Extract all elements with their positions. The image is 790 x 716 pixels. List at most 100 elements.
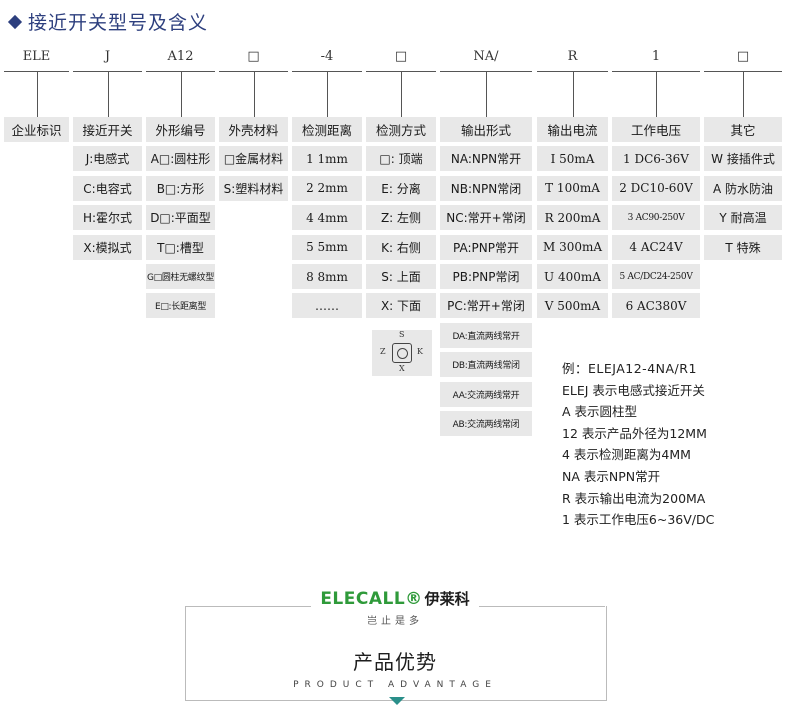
option-cell: Z: 左侧 bbox=[366, 205, 436, 231]
option-cell: R 200mA bbox=[537, 205, 608, 231]
connector-line bbox=[107, 71, 109, 117]
option-cell: □: 顶端 bbox=[366, 146, 436, 172]
example-line: 12 表示产品外径为12MM bbox=[562, 425, 707, 441]
connector-line bbox=[486, 71, 487, 117]
code-segment: R bbox=[567, 49, 578, 64]
option-cell: PA:PNP常开 bbox=[440, 234, 532, 260]
option-cell: □金属材料 bbox=[219, 146, 288, 172]
option-cell: M 300mA bbox=[537, 234, 608, 260]
code-segment: A12 bbox=[167, 49, 194, 64]
diagram-label-right: K bbox=[417, 347, 423, 356]
option-cell: T 特殊 bbox=[704, 234, 782, 260]
column-header: 检测距离 bbox=[292, 117, 362, 142]
example-line: NA 表示NPN常开 bbox=[562, 468, 661, 484]
diagram-label-bottom: X bbox=[399, 364, 405, 373]
option-cell: K: 右侧 bbox=[366, 234, 436, 260]
option-cell: X:模拟式 bbox=[73, 234, 142, 260]
option-cell: AA:交流两线常开 bbox=[440, 381, 532, 407]
code-segment: NA/ bbox=[473, 49, 499, 64]
column-header: 外形编号 bbox=[146, 117, 215, 142]
option-cell: 2 DC10-60V bbox=[612, 175, 700, 201]
example-line: 1 表示工作电压6~36V/DC bbox=[562, 512, 715, 528]
option-cell: S: 上面 bbox=[366, 264, 436, 289]
example-line: 例：ELEJA12-4NA/R1 bbox=[562, 361, 697, 376]
diamond-icon bbox=[7, 14, 23, 30]
advantage-title: 产品优势 bbox=[353, 650, 437, 674]
connector-line bbox=[656, 71, 657, 117]
option-cell: 5 AC/DC24-250V bbox=[612, 264, 700, 289]
option-cell: D□:平面型 bbox=[146, 205, 215, 231]
connector-line bbox=[253, 71, 255, 117]
advantage-subtitle: PRODUCT ADVANTAGE bbox=[293, 680, 497, 690]
option-cell: 4 AC24V bbox=[612, 234, 700, 260]
option-cell: X: 下面 bbox=[366, 293, 436, 319]
code-segment: □ bbox=[247, 49, 260, 64]
option-cell: PB:PNP常闭 bbox=[440, 264, 532, 289]
connector-line bbox=[572, 71, 574, 117]
connector-line bbox=[36, 71, 38, 117]
option-cell: 1 1mm bbox=[292, 146, 362, 172]
option-cell: DB:直流两线常闭 bbox=[440, 352, 532, 378]
code-column: ELE 企业标识 bbox=[4, 49, 69, 469]
diagram-label-top: S bbox=[399, 330, 405, 339]
detection-direction-diagram: S Z K X bbox=[372, 330, 432, 376]
code-segment: □ bbox=[736, 49, 750, 64]
option-cell: 2 2mm bbox=[292, 175, 362, 201]
option-cell: J:电感式 bbox=[73, 146, 142, 172]
brand-logo: ELECALL®伊莱科 bbox=[0, 588, 790, 609]
brand-cn-name: 伊莱科 bbox=[424, 590, 470, 608]
example-explanation: 例：ELEJA12-4NA/R1 ELEJ 表示电感式接近开关 A 表示圆柱型 … bbox=[562, 358, 714, 531]
option-cell: H:霍尔式 bbox=[73, 205, 142, 231]
option-cell: NB:NPN常闭 bbox=[440, 175, 532, 201]
code-segment: ELE bbox=[22, 49, 51, 64]
option-cell: A 防水防油 bbox=[704, 175, 782, 201]
option-cell: U 400mA bbox=[537, 264, 608, 289]
registered-mark: ® bbox=[405, 589, 423, 609]
option-cell: …… bbox=[292, 293, 362, 319]
column-header: 其它 bbox=[704, 117, 782, 142]
frame-top-right bbox=[479, 606, 605, 607]
page-title-text: 接近开关型号及含义 bbox=[28, 12, 209, 34]
option-cell: T 100mA bbox=[537, 175, 608, 201]
code-segment: □ bbox=[394, 49, 408, 64]
sensor-square-icon bbox=[392, 343, 412, 363]
sensor-face-icon bbox=[397, 348, 408, 359]
option-cell: Y 耐高温 bbox=[704, 205, 782, 231]
option-cell: V 500mA bbox=[537, 293, 608, 319]
option-cell: 1 DC6-36V bbox=[612, 146, 700, 172]
column-header: 工作电压 bbox=[612, 117, 700, 142]
option-cell: E: 分离 bbox=[366, 175, 436, 201]
column-header: 输出电流 bbox=[537, 117, 608, 142]
option-cell: NA:NPN常开 bbox=[440, 146, 532, 172]
column-header: 企业标识 bbox=[4, 117, 69, 142]
option-cell: B□:方形 bbox=[146, 175, 215, 201]
connector-line bbox=[743, 71, 744, 117]
option-cell: PC:常开+常闭 bbox=[440, 293, 532, 319]
option-cell: S:塑料材料 bbox=[219, 175, 288, 201]
down-triangle-icon bbox=[389, 697, 405, 705]
logo-text: ELECALL bbox=[320, 589, 406, 609]
option-cell: 8 8mm bbox=[292, 264, 362, 289]
connector-line bbox=[327, 71, 328, 117]
code-segment: -4 bbox=[320, 49, 334, 64]
example-line: A 表示圆柱型 bbox=[562, 404, 638, 420]
option-cell: 6 AC380V bbox=[612, 293, 700, 319]
connector-line bbox=[401, 71, 402, 117]
diagram-label-left: Z bbox=[380, 347, 386, 356]
option-cell: C:电容式 bbox=[73, 175, 142, 201]
connector-line bbox=[180, 71, 182, 117]
option-cell: AB:交流两线常闭 bbox=[440, 411, 532, 436]
column-header: 输出形式 bbox=[440, 117, 532, 142]
brand-slogan: 岂止是多 bbox=[367, 616, 423, 627]
option-cell: W 接插件式 bbox=[704, 146, 782, 172]
code-segment: 1 bbox=[651, 49, 661, 64]
column-header: 接近开关 bbox=[73, 117, 142, 142]
example-line: 4 表示检测距离为4MM bbox=[562, 447, 691, 463]
